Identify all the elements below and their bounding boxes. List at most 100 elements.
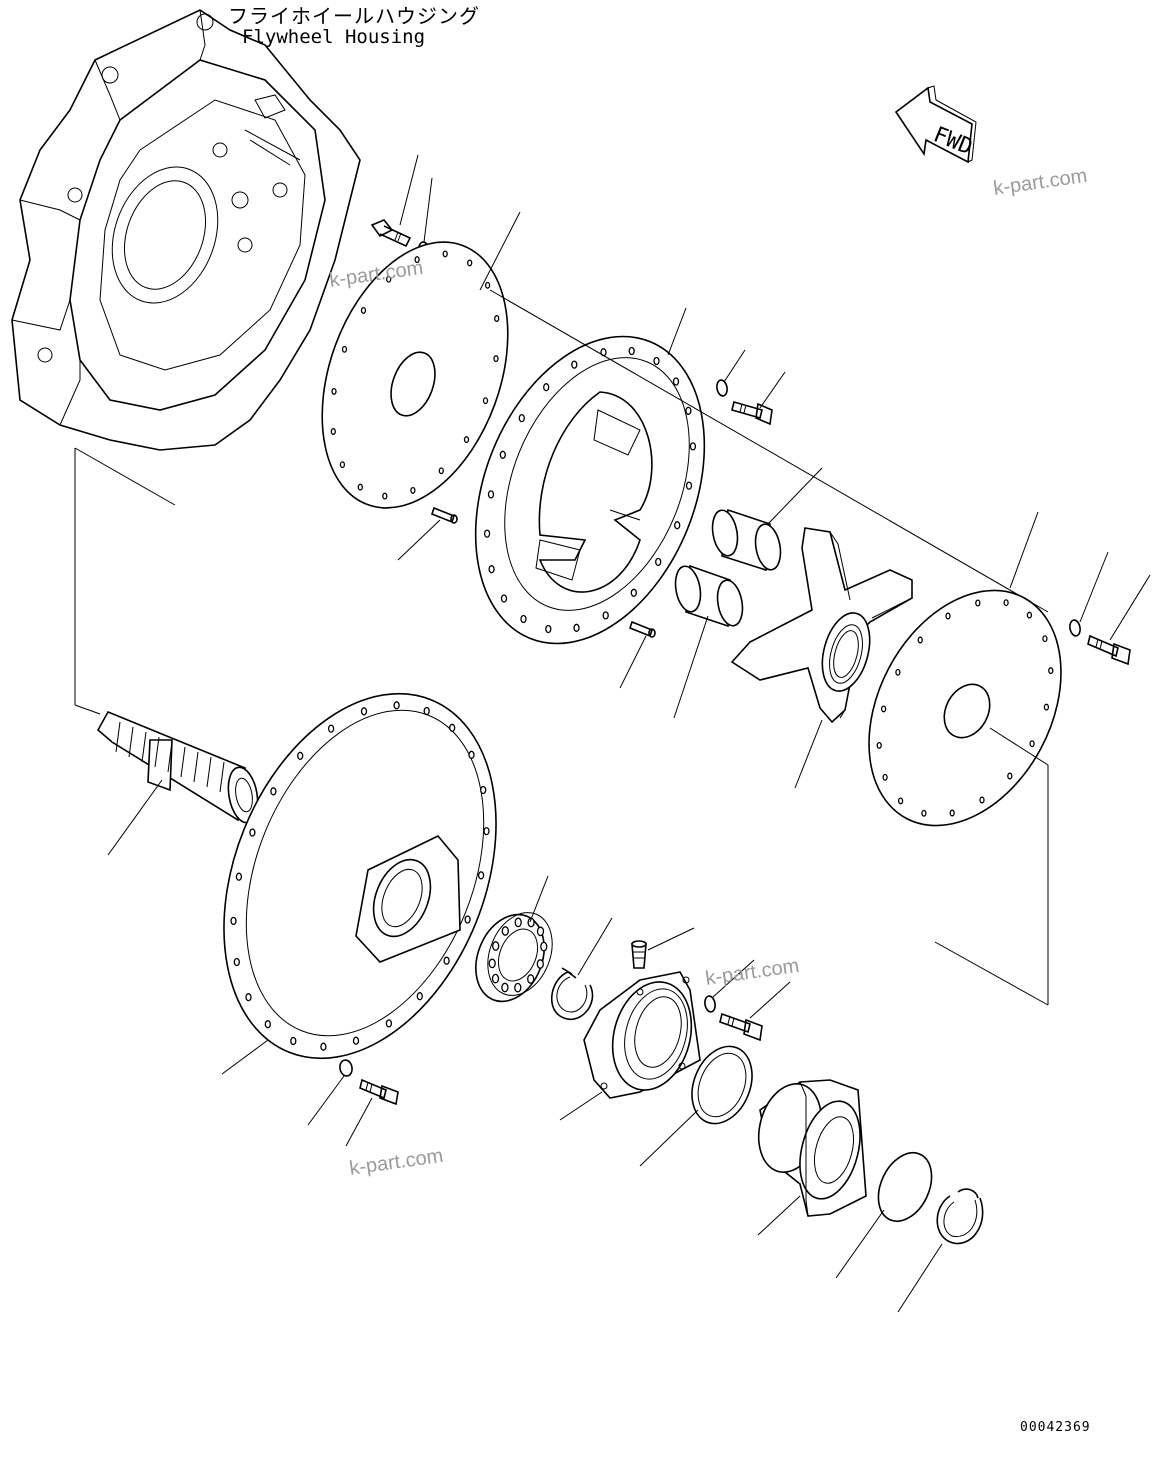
ring-bolt-hole xyxy=(500,594,508,603)
plate-bolt-hole xyxy=(917,636,923,644)
plate-bolt-hole xyxy=(357,483,363,491)
flywheel-bolt-hole xyxy=(468,750,475,759)
plate-bolt-hole xyxy=(330,428,336,435)
ring-bolt-hole xyxy=(672,377,680,386)
housing-title-jp: フライホイールハウジング xyxy=(228,4,480,28)
flywheel-bolt-hole xyxy=(464,915,471,924)
plate-bolt-hole xyxy=(1042,635,1048,643)
flywheel-bolt-hole xyxy=(290,1036,297,1046)
alignment-lines xyxy=(74,289,1049,1006)
flywheel-bolt-hole xyxy=(477,871,485,880)
flywheel-bolt-hole xyxy=(320,1042,327,1051)
bearing-housing xyxy=(583,971,701,1099)
plate-bolt-hole xyxy=(442,250,448,258)
ring-bolt-hole xyxy=(487,490,495,499)
ring-bolt-hole xyxy=(571,360,578,369)
coupling-flange xyxy=(757,1079,867,1217)
flywheel-bolt-hole xyxy=(249,828,256,837)
flywheel xyxy=(223,692,497,1060)
ring-bolt-hole xyxy=(543,383,550,392)
plate-bolt-hole xyxy=(414,256,420,264)
bolt-top-left xyxy=(370,219,412,248)
shaft-spline xyxy=(180,746,186,778)
flywheel-bolt-hole xyxy=(443,956,450,965)
cross-hub xyxy=(730,527,913,724)
flywheel-bolt-hole xyxy=(264,1020,271,1029)
plate-bolt-hole xyxy=(463,436,470,444)
shaft-spline xyxy=(141,731,147,763)
bearing-ball xyxy=(488,958,496,969)
plate-bolt-hole xyxy=(386,275,392,283)
shaft-spline xyxy=(206,756,212,788)
ring-bolt-hole xyxy=(685,481,693,490)
plate-bolt-hole xyxy=(494,315,500,322)
flywheel-bolt-hole xyxy=(385,1019,393,1028)
ring-bolt-hole xyxy=(499,450,506,459)
washer-housing xyxy=(704,995,716,1013)
flywheel-bolt-hole xyxy=(416,992,423,1001)
flywheel-bolt-hole xyxy=(360,707,368,716)
bearing-ball xyxy=(540,941,548,952)
shaft-spline xyxy=(128,726,134,758)
washer-right xyxy=(1069,619,1081,637)
bearing-ball xyxy=(514,917,522,928)
bearing-ball xyxy=(536,959,544,969)
plate-bolt-hole xyxy=(882,773,888,781)
bearing-ball xyxy=(501,926,509,936)
plate-bolt-hole xyxy=(467,259,473,267)
ring-bolt-hole xyxy=(520,614,527,624)
snap-ring-left xyxy=(550,967,594,1021)
shaft-spline xyxy=(219,761,225,793)
flywheel-bolt-hole xyxy=(352,1036,360,1045)
flywheel-bolt-hole xyxy=(480,785,487,795)
fwd-direction-arrow: FWD xyxy=(894,85,977,164)
flywheel-bolt-hole xyxy=(327,724,335,733)
splined-shaft xyxy=(96,710,259,824)
snap-ring-right xyxy=(936,1188,984,1245)
housing-title-en: Flywheel Housing xyxy=(242,26,426,48)
ring-bolt-hole xyxy=(630,588,637,597)
plate-bolt-hole xyxy=(331,387,337,395)
washer-lower-left xyxy=(339,1059,353,1077)
plate-bolt-hole xyxy=(410,486,416,494)
cover-plate xyxy=(877,1152,933,1222)
flywheel-bolt-hole xyxy=(233,957,240,967)
drive-plate-right xyxy=(868,589,1062,827)
plate-bolt-hole xyxy=(438,467,444,475)
flywheel-bolt-hole xyxy=(483,826,490,836)
damper-ring xyxy=(474,335,706,645)
flywheel-bolt-hole xyxy=(270,787,277,796)
flywheel-bolt-hole xyxy=(297,751,304,760)
flywheel-bolt-hole xyxy=(449,723,456,732)
plate-bolt-hole xyxy=(1029,740,1035,748)
plate-bolt-hole xyxy=(1003,599,1009,607)
shaft-spline xyxy=(154,736,160,768)
ring-bolt-hole xyxy=(653,356,660,366)
washer-ring-right xyxy=(716,379,728,397)
shaft-spline xyxy=(115,721,121,753)
plate-bolt-hole xyxy=(975,599,981,607)
ring-bolt-hole xyxy=(685,406,692,415)
plate-bolt-hole xyxy=(493,355,499,363)
ring-bolt-hole xyxy=(483,529,491,538)
shaft-spline xyxy=(193,751,199,783)
ring-bolt-hole xyxy=(689,442,697,451)
bearing-ball xyxy=(514,982,522,993)
shaft-spline xyxy=(167,741,173,773)
plate-bolt-hole xyxy=(1026,611,1033,619)
bearing-ball xyxy=(492,941,500,951)
bushing-lower xyxy=(674,564,744,628)
plate-bolt-hole xyxy=(945,612,951,620)
bolt-lower-left xyxy=(359,1078,399,1106)
ring-bolt-hole xyxy=(573,623,580,632)
grease-fitting xyxy=(631,940,647,969)
leader-lines xyxy=(107,154,1151,1313)
ring-bolt-hole xyxy=(602,611,609,620)
bearing-ball xyxy=(491,973,500,984)
flywheel-housing xyxy=(11,9,361,451)
ring-bolt-hole xyxy=(628,346,635,356)
plate-bolt-hole xyxy=(360,306,367,314)
dowel-pin-upper xyxy=(431,506,458,524)
